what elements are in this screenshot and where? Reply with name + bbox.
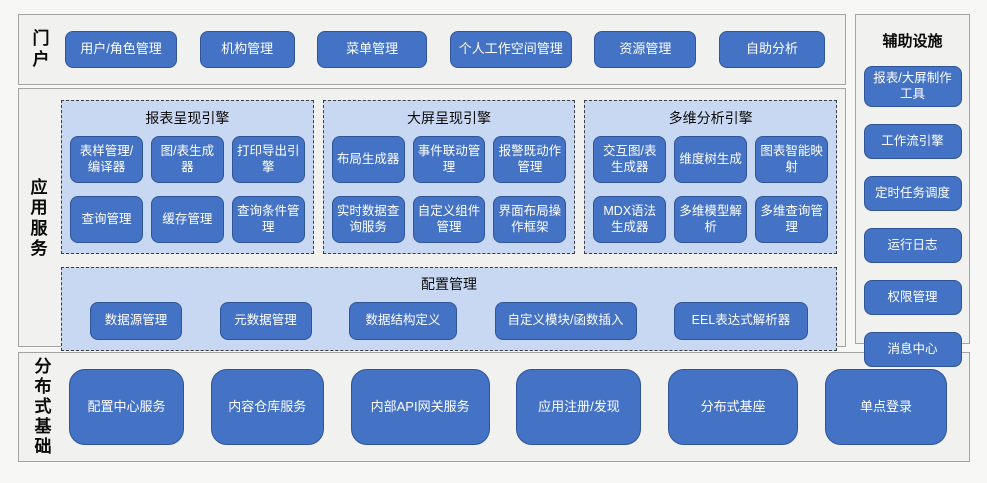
btn-app-registration-discovery[interactable]: 应用注册/发现	[516, 369, 642, 445]
btn-permission-mgmt[interactable]: 权限管理	[863, 280, 962, 316]
dashboard-render-engine-grid: 布局生成器 事件联动管理 报警既动作管理 实时数据查询服务 自定义组件管理 界面…	[331, 136, 567, 243]
btn-org-mgmt[interactable]: 机构管理	[199, 31, 295, 68]
btn-query-mgmt[interactable]: 查询管理	[70, 196, 143, 243]
btn-print-export-engine[interactable]: 打印导出引擎	[231, 136, 305, 183]
btn-internal-api-gateway-service[interactable]: 内部API网关服务	[350, 369, 490, 445]
btn-realtime-data-query-service[interactable]: 实时数据查询服务	[331, 196, 405, 243]
btn-datasource-mgmt[interactable]: 数据源管理	[90, 302, 182, 340]
btn-dimension-tree-generation[interactable]: 维度树生成	[674, 136, 748, 183]
btn-eel-expression-parser[interactable]: EEL表达式解析器	[674, 302, 808, 340]
application-services-section: 应用服务 报表呈现引擎 表样管理/编译器 图/表生成器 打印导出引擎 查询管理 …	[18, 88, 846, 351]
btn-workflow-engine[interactable]: 工作流引擎	[863, 124, 962, 160]
config-mgmt-title: 配置管理	[421, 276, 477, 292]
btn-chart-table-generator[interactable]: 图/表生成器	[150, 136, 224, 183]
btn-custom-component-mgmt[interactable]: 自定义组件管理	[412, 196, 486, 243]
btn-layout-generator[interactable]: 布局生成器	[331, 136, 405, 183]
btn-personal-workspace-mgmt[interactable]: 个人工作空间管理	[449, 31, 572, 68]
btn-distributed-base[interactable]: 分布式基座	[668, 369, 799, 445]
btn-data-structure-definition[interactable]: 数据结构定义	[349, 302, 457, 340]
btn-custom-module-function-insert[interactable]: 自定义模块/函数插入	[494, 302, 637, 340]
btn-ui-layout-framework[interactable]: 界面布局操作框架	[493, 196, 567, 243]
btn-scheduled-task-scheduling[interactable]: 定时任务调度	[863, 176, 962, 212]
olap-engine-grid: 交互图/表生成器 维度树生成 图表智能映射 MDX语法生成器 多维模型解析 多维…	[593, 136, 829, 243]
btn-message-center[interactable]: 消息中心	[863, 332, 962, 368]
dashboard-render-engine-title: 大屏呈现引擎	[407, 110, 491, 126]
engine-panels-row: 报表呈现引擎 表样管理/编译器 图/表生成器 打印导出引擎 查询管理 缓存管理 …	[61, 100, 838, 254]
application-services-label-wrap: 应用服务	[29, 100, 49, 337]
portal-section: 门户 用户/角色管理 机构管理 菜单管理 个人工作空间管理 资源管理 自助分析	[18, 14, 846, 85]
btn-multidim-model-parsing[interactable]: 多维模型解析	[674, 196, 748, 243]
btn-metadata-mgmt[interactable]: 元数据管理	[219, 302, 312, 340]
btn-template-mgmt-compiler[interactable]: 表样管理/编译器	[70, 136, 143, 183]
report-render-engine-grid: 表样管理/编译器 图/表生成器 打印导出引擎 查询管理 缓存管理 查询条件管理	[70, 136, 305, 243]
application-services-content: 报表呈现引擎 表样管理/编译器 图/表生成器 打印导出引擎 查询管理 缓存管理 …	[61, 100, 838, 351]
btn-event-linkage-mgmt[interactable]: 事件联动管理	[412, 136, 486, 183]
auxiliary-button-column: 报表/大屏制作工具 工作流引擎 定时任务调度 运行日志 权限管理 消息中心	[863, 66, 962, 368]
portal-section-label: 门户	[32, 29, 50, 69]
btn-multidim-query-mgmt[interactable]: 多维查询管理	[755, 196, 829, 243]
btn-content-repo-service[interactable]: 内容仓库服务	[210, 369, 324, 445]
auxiliary-facilities-title: 辅助设施	[882, 33, 943, 50]
config-mgmt-panel: 配置管理 数据源管理 元数据管理 数据结构定义 自定义模块/函数插入 EEL表达…	[61, 267, 837, 351]
report-render-engine-title: 报表呈现引擎	[145, 110, 230, 126]
auxiliary-facilities-section: 辅助设施 报表/大屏制作工具 工作流引擎 定时任务调度 运行日志 权限管理 消息…	[855, 14, 970, 368]
report-render-engine-panel: 报表呈现引擎 表样管理/编译器 图/表生成器 打印导出引擎 查询管理 缓存管理 …	[61, 100, 314, 254]
dashboard-render-engine-panel: 大屏呈现引擎 布局生成器 事件联动管理 报警既动作管理 实时数据查询服务 自定义…	[322, 100, 576, 254]
btn-run-logs[interactable]: 运行日志	[863, 228, 962, 264]
portal-button-row: 用户/角色管理 机构管理 菜单管理 个人工作空间管理 资源管理 自助分析	[65, 31, 825, 68]
btn-cache-mgmt[interactable]: 缓存管理	[150, 196, 224, 243]
btn-menu-mgmt[interactable]: 菜单管理	[317, 31, 428, 68]
application-services-label: 应用服务	[30, 178, 48, 258]
btn-query-condition-mgmt[interactable]: 查询条件管理	[231, 196, 305, 243]
config-mgmt-button-row: 数据源管理 元数据管理 数据结构定义 自定义模块/函数插入 EEL表达式解析器	[90, 302, 808, 340]
btn-chart-smart-mapping[interactable]: 图表智能映射	[755, 136, 829, 183]
btn-alarm-action-mgmt[interactable]: 报警既动作管理	[493, 136, 567, 183]
olap-engine-panel: 多维分析引擎 交互图/表生成器 维度树生成 图表智能映射 MDX语法生成器 多维…	[584, 100, 838, 254]
foundation-button-row: 配置中心服务 内容仓库服务 内部API网关服务 应用注册/发现 分布式基座 单点…	[69, 369, 947, 445]
btn-config-center-service[interactable]: 配置中心服务	[69, 369, 184, 445]
btn-report-dashboard-authoring-tool[interactable]: 报表/大屏制作工具	[863, 66, 962, 108]
btn-mdx-syntax-generator[interactable]: MDX语法生成器	[593, 196, 667, 243]
btn-self-service-analysis[interactable]: 自助分析	[718, 31, 825, 68]
btn-single-sign-on[interactable]: 单点登录	[824, 369, 947, 445]
btn-user-role-mgmt[interactable]: 用户/角色管理	[65, 31, 177, 68]
btn-interactive-chart-generator[interactable]: 交互图/表生成器	[593, 136, 667, 183]
distributed-foundation-label: 分布式基础	[34, 356, 52, 457]
distributed-foundation-section: 分布式基础 配置中心服务 内容仓库服务 内部API网关服务 应用注册/发现 分布…	[18, 352, 970, 462]
btn-resource-mgmt[interactable]: 资源管理	[594, 31, 697, 68]
olap-engine-title: 多维分析引擎	[668, 110, 753, 126]
